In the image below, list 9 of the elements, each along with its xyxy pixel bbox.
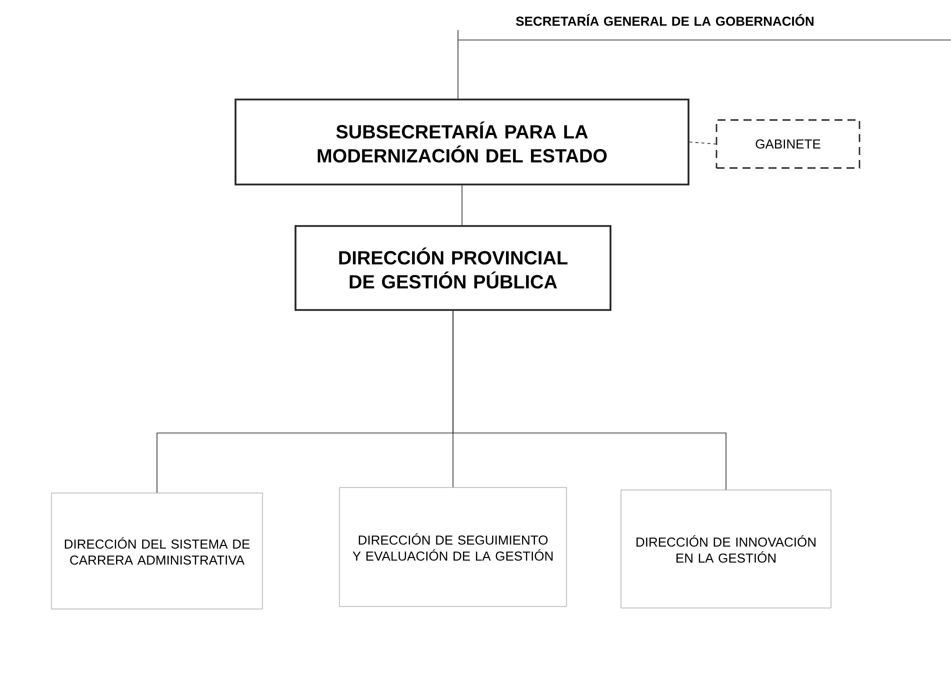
org-box: DIRECCIÓN DE SEGUIMIENTO Y EVALUACIÓN DE LA GESTIÓN xyxy=(339,487,567,607)
org-box: SUBSECRETARÍA PARA LA MODERNIZACIÓN DEL ESTADO xyxy=(234,98,690,186)
org-box: DIRECCIÓN DE INNOVACIÓN EN LA GESTIÓN xyxy=(620,490,832,608)
dashed-box: GABINETE xyxy=(716,119,860,169)
org-box: DIRECCIÓN DEL SISTEMA DE CARRERA ADMINISTRATIVA xyxy=(51,492,263,610)
connector-line xyxy=(452,310,726,490)
org-box: DIRECCIÓN PROVINCIAL DE GESTIÓN PÚBLICA xyxy=(294,225,612,311)
connector-line xyxy=(689,142,716,144)
heading-text: SECRETARÍA GENERAL DE LA GOBERNACIÓN xyxy=(516,14,814,26)
